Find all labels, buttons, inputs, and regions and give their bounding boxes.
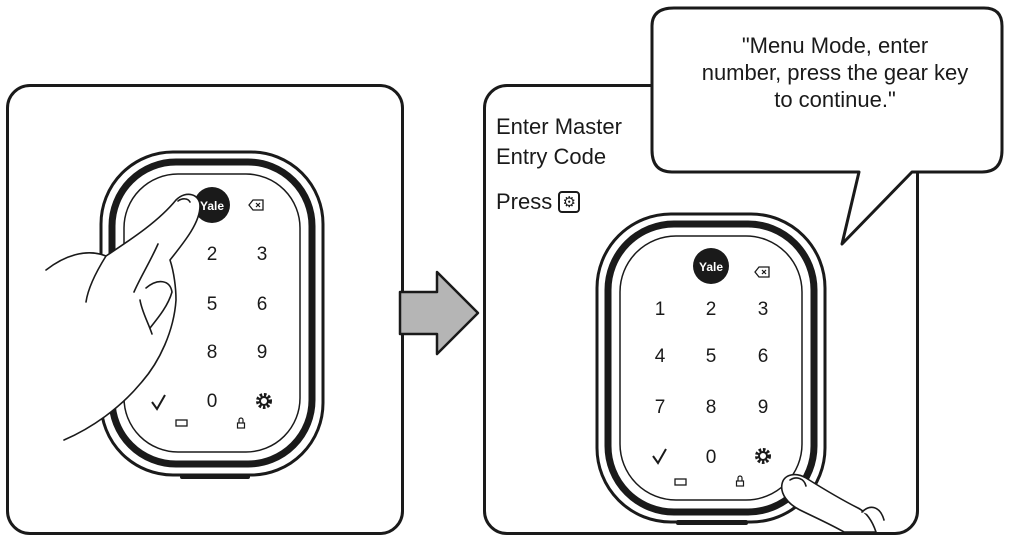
key-5-left: 5 <box>207 294 218 315</box>
key-2-left: 2 <box>207 244 218 265</box>
gear-icon <box>755 448 771 464</box>
key-7-right: 7 <box>655 397 666 418</box>
lock-right-logo: Yale <box>693 248 729 284</box>
key-3-right: 3 <box>758 299 769 320</box>
instruction-enter-code: Enter Master Entry Code <box>496 112 656 172</box>
next-step-arrow <box>398 270 480 356</box>
key-9-right: 9 <box>758 397 769 418</box>
lock-left-logo: Yale <box>194 187 230 223</box>
instruction-line-2: Entry Code <box>496 144 607 169</box>
logo-text-left: Yale <box>200 199 224 213</box>
hand-illustration <box>45 193 201 441</box>
lock-icon <box>735 475 745 487</box>
key-6-left: 6 <box>257 294 268 315</box>
key-8-left: 8 <box>207 342 218 363</box>
press-label: Press <box>496 189 553 214</box>
key-5-right: 5 <box>706 346 717 367</box>
battery-icon <box>175 419 188 427</box>
lock-right <box>595 212 827 525</box>
key-1-right: 1 <box>655 299 666 320</box>
speech-bubble-text: "Menu Mode, enter number, press the gear… <box>701 33 969 112</box>
logo-text-right: Yale <box>699 260 723 274</box>
key-0-right: 0 <box>706 447 717 468</box>
gear-key-icon: ⚙ <box>558 191 581 213</box>
backspace-icon <box>754 266 770 278</box>
backspace-icon <box>248 199 264 211</box>
key-6-right: 6 <box>758 346 769 367</box>
check-icon <box>151 394 166 411</box>
instruction-press-gear: Press ⚙ <box>496 187 581 217</box>
gear-icon <box>256 393 272 409</box>
key-9-left: 9 <box>257 342 268 363</box>
key-2-right: 2 <box>706 299 717 320</box>
instruction-line-1: Enter Master <box>496 114 622 139</box>
battery-icon <box>674 478 687 486</box>
key-4-right: 4 <box>655 346 666 367</box>
speech-bubble <box>650 6 1004 246</box>
lock-icon <box>236 417 246 429</box>
key-3-left: 3 <box>257 244 268 265</box>
finger-illustration <box>780 473 885 533</box>
key-8-right: 8 <box>706 397 717 418</box>
check-icon <box>652 448 667 465</box>
key-0-left: 0 <box>207 391 218 412</box>
